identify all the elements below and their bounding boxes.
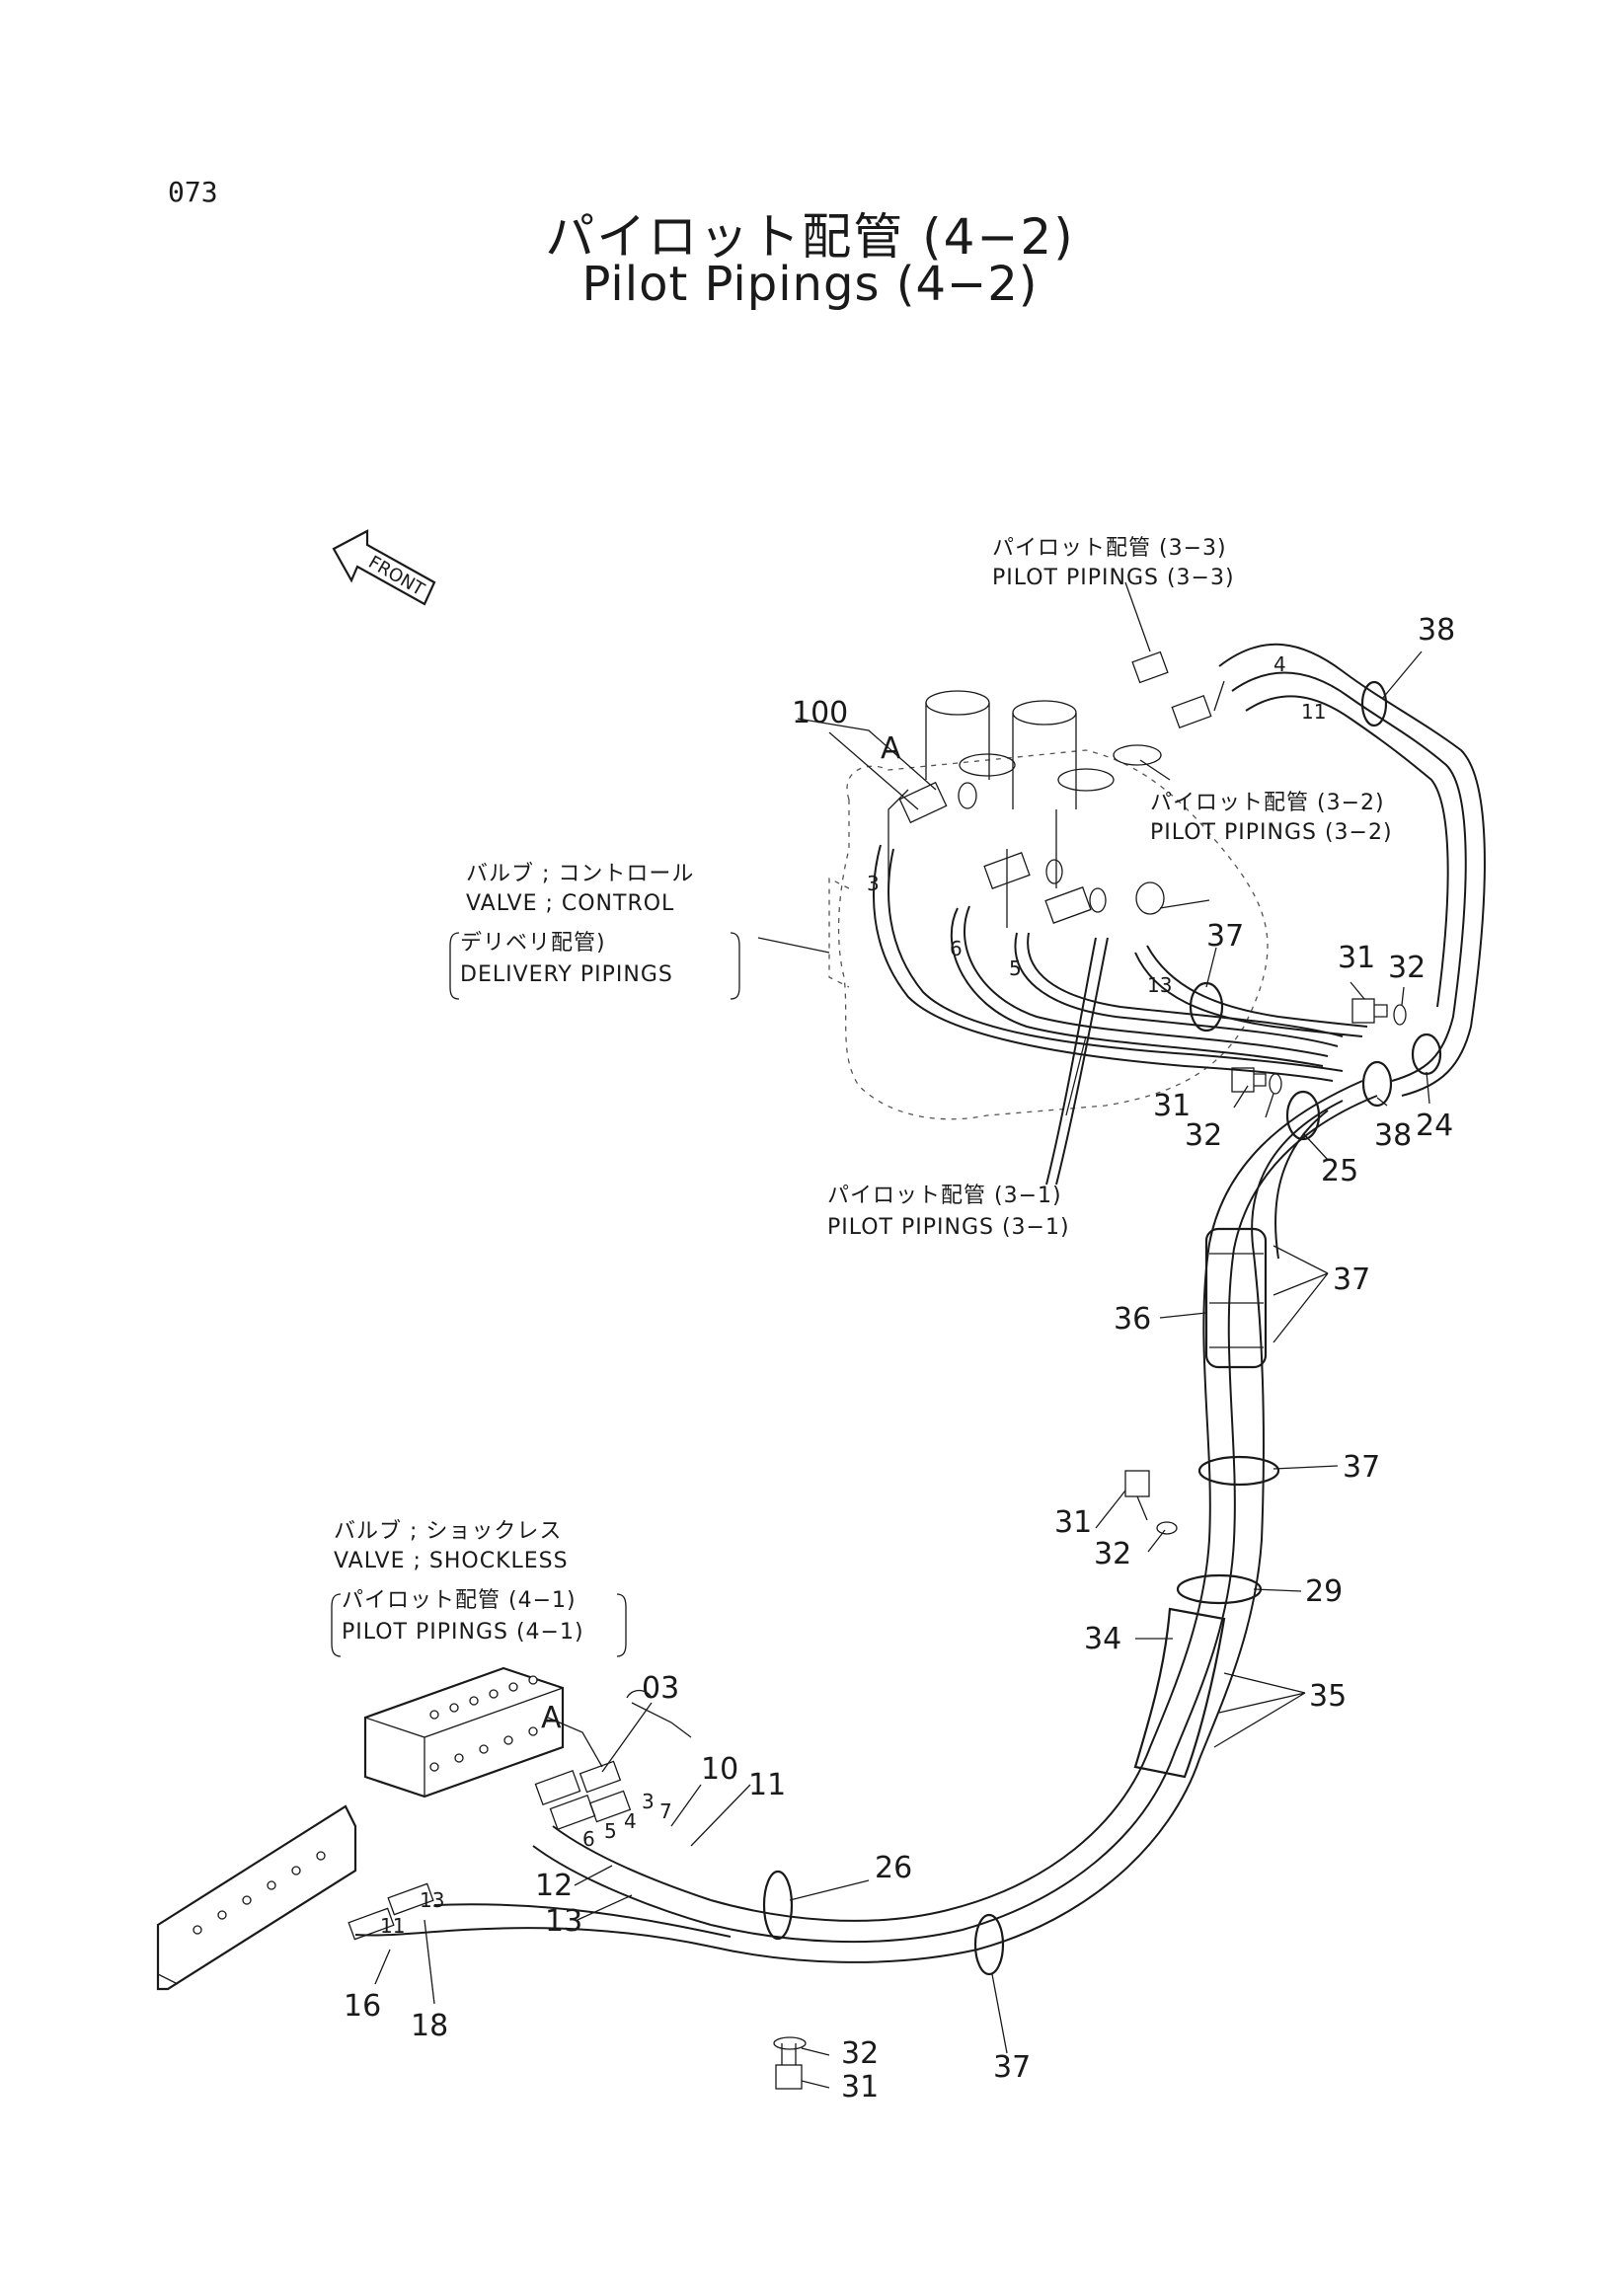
callout-38-top: 38 — [1418, 613, 1455, 648]
protective-sleeve-34 — [1133, 1607, 1226, 1779]
hose-mark-6-bottom: 6 — [582, 1827, 595, 1851]
callout-37-d: 37 — [993, 2050, 1031, 2085]
note-brackets — [331, 932, 740, 1699]
callout-03: 03 — [642, 1671, 679, 1706]
front-arrow-icon: FRONT — [332, 529, 436, 606]
callout-25: 25 — [1321, 1154, 1358, 1188]
note-valve-shockless-jp: バルブ ; ショックレス — [334, 1519, 562, 1544]
callout-37-top: 37 — [1206, 919, 1244, 954]
callout-16: 16 — [344, 1989, 381, 2024]
callout-38-mid: 38 — [1374, 1118, 1412, 1153]
bolt-31-middle-icon — [1231, 1067, 1282, 1095]
hose-mark-3-bottom: 3 — [642, 1790, 655, 1813]
title-japanese: パイロット配管 (4−2) — [545, 208, 1075, 266]
control-valve-fittings — [898, 651, 1212, 924]
callout-32-d: 32 — [841, 2036, 879, 2071]
hose-mark-11-top: 11 — [1301, 700, 1326, 724]
note-valve-control-jp: バルブ ; コントロール — [466, 862, 694, 886]
callout-37-b: 37 — [1333, 1263, 1370, 1297]
hose-mark-11-bottom: 11 — [380, 1914, 405, 1938]
callout-32-c: 32 — [1094, 1537, 1131, 1571]
note-pp41-en: PILOT PIPINGS (4−1) — [342, 1620, 584, 1645]
note-valve-control-en: VALVE ; CONTROL — [466, 891, 674, 916]
hose-mark-7: 7 — [659, 1799, 672, 1823]
note-pp32-jp: パイロット配管 (3−2) — [1150, 791, 1385, 815]
callout-31-a: 31 — [1338, 941, 1375, 975]
callout-31-b: 31 — [1153, 1089, 1191, 1123]
note-delivery-jp: デリベリ配管) — [460, 931, 606, 956]
bolt-31-upper-icon — [1351, 998, 1407, 1026]
note-valve-shockless-en: VALVE ; SHOCKLESS — [334, 1549, 569, 1573]
note-pp41-jp: パイロット配管 (4−1) — [342, 1588, 577, 1613]
callout-29: 29 — [1305, 1574, 1343, 1609]
note-pp33-en: PILOT PIPINGS (3−3) — [992, 566, 1235, 590]
callout-24: 24 — [1416, 1109, 1453, 1143]
leader-lines — [374, 581, 1430, 2089]
hose-mark-4: 4 — [1273, 652, 1286, 676]
callout-31-c: 31 — [1054, 1505, 1092, 1540]
callout-31-d: 31 — [841, 2070, 879, 2105]
note-delivery-en: DELIVERY PIPINGS — [460, 962, 673, 987]
callout-12: 12 — [535, 1869, 573, 1903]
callout-26: 26 — [875, 1851, 912, 1885]
callout-37-c: 37 — [1343, 1450, 1380, 1485]
hose-mark-5: 5 — [1009, 957, 1022, 980]
hose-mark-13-top: 13 — [1147, 973, 1172, 997]
callout-32-b: 32 — [1185, 1118, 1222, 1153]
hose-mark-3-top: 3 — [867, 872, 880, 895]
callout-a-bottom: A — [541, 1701, 562, 1735]
hose-mark-4-bottom: 4 — [624, 1809, 637, 1833]
main-descending-bundle — [354, 1080, 1378, 1963]
callout-35: 35 — [1309, 1679, 1347, 1714]
note-pp32-en: PILOT PIPINGS (3−2) — [1150, 820, 1393, 845]
clamp-markers — [762, 680, 1442, 1976]
callout-13: 13 — [545, 1904, 582, 1939]
upper-hose-bundle — [873, 643, 1486, 1186]
bolt-31-lower-icon — [1124, 1470, 1178, 1535]
callout-11: 11 — [748, 1768, 786, 1802]
shockless-valve-block — [156, 1666, 632, 1991]
hose-mark-6: 6 — [950, 937, 963, 960]
note-pp31-jp: パイロット配管 (3−1) — [827, 1184, 1062, 1208]
callout-10: 10 — [701, 1752, 738, 1787]
callout-32-a: 32 — [1388, 951, 1426, 985]
page-number: 073 — [168, 176, 218, 208]
hose-mark-13-bottom: 13 — [420, 1888, 444, 1912]
protective-sleeve-36 — [1204, 1227, 1268, 1369]
callout-34: 34 — [1084, 1622, 1121, 1656]
note-pp31-en: PILOT PIPINGS (3−1) — [827, 1215, 1070, 1240]
control-valve-body — [828, 690, 1269, 1120]
bolt-31-bottom-icon — [773, 2036, 807, 2090]
callout-a-top: A — [881, 731, 901, 766]
callout-18: 18 — [411, 2009, 448, 2043]
hose-mark-5-bottom: 5 — [604, 1819, 617, 1843]
note-pp33-jp: パイロット配管 (3−3) — [992, 536, 1227, 561]
callout-36: 36 — [1114, 1302, 1151, 1337]
title-english: Pilot Pipings (4−2) — [581, 257, 1039, 312]
callout-100: 100 — [792, 696, 848, 730]
